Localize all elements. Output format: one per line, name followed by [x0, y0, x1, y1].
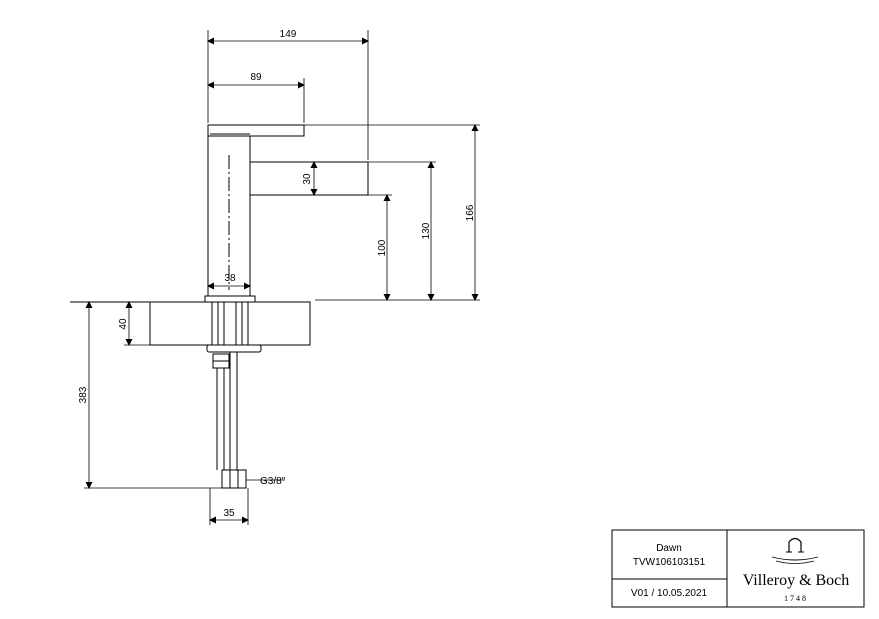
title-block-frame	[611, 529, 865, 608]
villeroy-boch-logo-icon	[771, 537, 819, 564]
article-number: TVW106103151	[633, 557, 706, 568]
base-flange	[204, 295, 256, 303]
title-block: Dawn TVW106103151 V01 / 10.05.2021 Ville…	[611, 529, 865, 608]
dim-label-40: 40	[118, 318, 129, 330]
dim-label-166: 166	[465, 204, 476, 221]
dim-label-130: 130	[421, 222, 432, 239]
dim-label-100: 100	[377, 239, 388, 256]
spout	[249, 161, 369, 196]
dim-label-89: 89	[250, 72, 262, 83]
connection-nut	[221, 469, 247, 489]
dim-label-149: 149	[280, 29, 297, 40]
revision-date: V01 / 10.05.2021	[631, 588, 708, 599]
dimension-lines	[84, 30, 480, 525]
lever-handle	[207, 124, 305, 137]
brand-name: Villeroy & Boch	[743, 572, 850, 589]
mounting-nut	[206, 344, 262, 353]
faucet-drawing	[70, 124, 480, 489]
threaded-shank	[211, 301, 249, 346]
product-name: Dawn	[656, 543, 682, 554]
dim-label-38: 38	[224, 273, 236, 284]
deck-section	[149, 301, 311, 346]
dim-label-thread: G3/8"	[260, 476, 286, 487]
brand-year: 1748	[784, 594, 808, 603]
dim-label-35: 35	[223, 508, 235, 519]
dim-label-383: 383	[78, 386, 89, 403]
dimension-labels: 149 89 30 100 130 166 38 40 383 G3/8" 35	[78, 29, 476, 519]
dim-label-30: 30	[302, 173, 313, 185]
